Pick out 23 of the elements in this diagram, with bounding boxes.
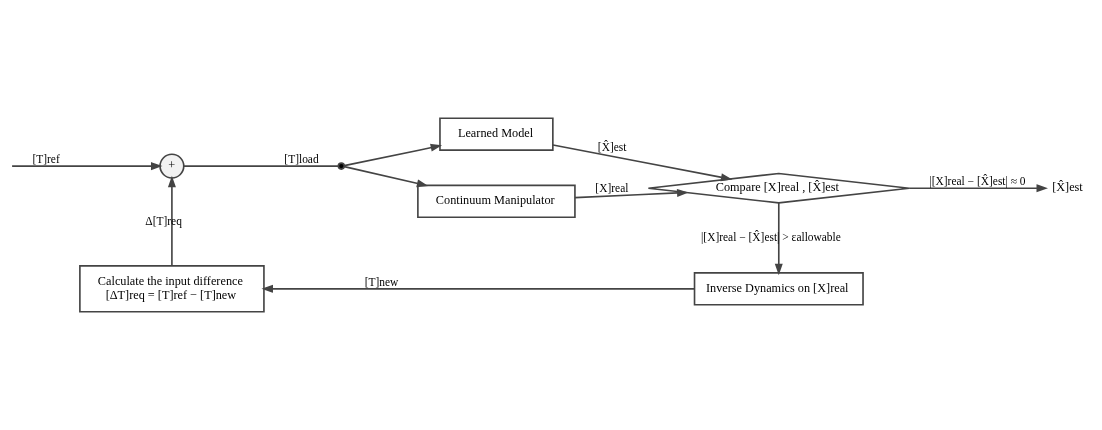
node-box: Continuum Manipulator xyxy=(417,184,576,219)
arrow xyxy=(343,143,443,167)
arrow xyxy=(11,162,163,171)
edge-label: [X]real xyxy=(595,182,629,195)
arrow xyxy=(574,188,689,199)
edge-label: [T]load xyxy=(284,153,319,166)
node-box: Calculate the input difference [ΔT]req = [T]ref − [T]new xyxy=(79,265,265,313)
arrow xyxy=(261,284,696,293)
node-text: [X̂]est xyxy=(1052,180,1083,195)
arrow xyxy=(908,184,1048,193)
edge-label: |[X]real − [X̂]est| ≈ 0 xyxy=(929,175,1026,188)
edge-label: [T]new xyxy=(364,275,399,288)
arrow xyxy=(167,175,176,267)
edge-label: [X̂]est xyxy=(597,140,627,153)
connector xyxy=(183,165,340,167)
node-box: Inverse Dynamics on [X]real xyxy=(693,272,864,306)
node-box: Learned Model xyxy=(439,117,554,151)
arrow xyxy=(774,202,783,276)
node-circle: + xyxy=(159,153,185,179)
arrow xyxy=(343,165,429,188)
edge-label: [T]ref xyxy=(32,153,60,166)
node-dot xyxy=(337,162,346,170)
arrow xyxy=(552,144,733,182)
